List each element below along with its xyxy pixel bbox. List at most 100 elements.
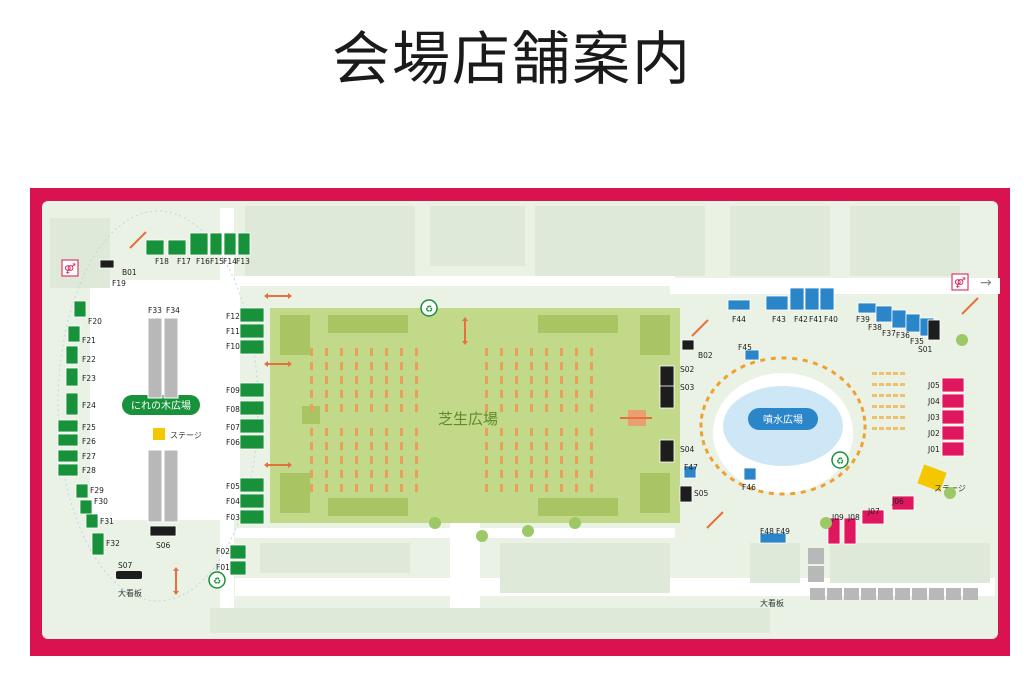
seat-marker (699, 422, 703, 428)
toilet-icon: ⚤ (951, 273, 969, 291)
seat-marker (370, 376, 373, 384)
seat-marker (500, 428, 503, 436)
seat-marker (900, 405, 905, 408)
seat-marker (310, 404, 313, 412)
seat-marker (515, 404, 518, 412)
seat-marker (872, 427, 877, 430)
seat-marker (515, 456, 518, 464)
seat-marker (893, 416, 898, 419)
seat-marker (385, 484, 388, 492)
seat-marker (385, 390, 388, 398)
seat-marker (545, 470, 548, 478)
double-arrow-icon (706, 511, 724, 529)
booth-label: F47 (684, 463, 698, 472)
seat-marker (340, 376, 343, 384)
seat-marker (415, 362, 418, 370)
left-plaza-badge (122, 395, 200, 415)
seat-marker (385, 428, 388, 436)
seat-marker (325, 442, 328, 450)
booth-label: S06 (156, 541, 171, 550)
seat-marker (385, 348, 388, 356)
seat-marker (863, 424, 867, 430)
seat-marker (485, 456, 488, 464)
seat-marker (575, 362, 578, 370)
seat-marker (385, 362, 388, 370)
seat-marker (859, 441, 865, 448)
booth-f34: F34 (166, 306, 180, 315)
booth-f12: F12 (226, 307, 265, 323)
seat-marker (856, 450, 861, 456)
booth-f23: F23 (65, 367, 96, 387)
booth-j06: J06 (891, 495, 915, 511)
seat-marker (879, 427, 884, 430)
booth-f06: F06 (226, 434, 265, 450)
booth-label: F28 (82, 466, 96, 475)
booth-label: S07 (118, 561, 133, 570)
booth-s05: S05 (679, 485, 709, 503)
double-arrow-icon (620, 410, 652, 426)
booth-label: F14 (223, 257, 237, 266)
seat-marker (590, 348, 593, 356)
tree (522, 525, 534, 537)
tree (569, 517, 581, 529)
seat-marker (340, 390, 343, 398)
booth-label: S03 (680, 383, 695, 392)
seat-marker (415, 428, 418, 436)
seat-marker (721, 470, 728, 477)
lawn-area (270, 308, 680, 523)
booth-label: F03 (226, 513, 240, 522)
seat-marker (779, 492, 785, 496)
seat-marker (829, 477, 836, 484)
booth-j07: J07 (861, 507, 885, 525)
seat-marker (500, 442, 503, 450)
seat-marker (515, 376, 518, 384)
seat-marker (879, 394, 884, 397)
seat-marker (310, 470, 313, 478)
booth-j04: J04 (927, 393, 965, 409)
seat-marker (560, 470, 563, 478)
seat-marker (385, 470, 388, 478)
seat-marker (325, 456, 328, 464)
booth-f47: F47 (683, 463, 698, 479)
seat-marker (893, 383, 898, 386)
booth-s03: S03 (659, 383, 695, 409)
seat-marker (355, 456, 358, 464)
booth-label: F12 (226, 312, 240, 321)
trash-icon: ♻ (831, 451, 849, 469)
booth-f26: F26 (57, 433, 96, 447)
booth-f04: F04 (226, 493, 265, 509)
seat-marker (708, 456, 715, 463)
booth-label: F41 (809, 315, 823, 324)
seat-marker (370, 348, 373, 356)
seat-marker (485, 404, 488, 412)
booths: F13F14F15F16F17F18B01F19F20F21F22F23F24F… (57, 232, 978, 600)
seat-marker (325, 348, 328, 356)
booth-f44: F44 (727, 299, 751, 324)
booth-f03: F03 (226, 509, 265, 525)
seat-marker (340, 404, 343, 412)
booth-label: F13 (236, 257, 250, 266)
seat-marker (821, 365, 828, 371)
seat-marker (400, 362, 403, 370)
seat-marker (415, 442, 418, 450)
tree (944, 487, 956, 499)
seat-marker (530, 470, 533, 478)
seat-marker (485, 470, 488, 478)
fountain-seating-ring (699, 356, 867, 496)
seat-marker (800, 489, 807, 495)
double-arrow-icon (264, 361, 292, 367)
seat-marker (900, 372, 905, 375)
booth-label: F32 (106, 539, 120, 548)
seat-marker (820, 482, 827, 488)
seat-marker (370, 390, 373, 398)
seat-marker (500, 362, 503, 370)
booth-s07: S07 (118, 561, 133, 570)
booth-f29: F29 (75, 483, 104, 499)
seat-marker (893, 394, 898, 397)
seat-marker (802, 358, 808, 363)
gray-stall (929, 588, 944, 600)
gray-stall (878, 588, 893, 600)
seat-marker (400, 348, 403, 356)
booth-f45: F45 (738, 343, 760, 361)
seat-marker (370, 362, 373, 370)
